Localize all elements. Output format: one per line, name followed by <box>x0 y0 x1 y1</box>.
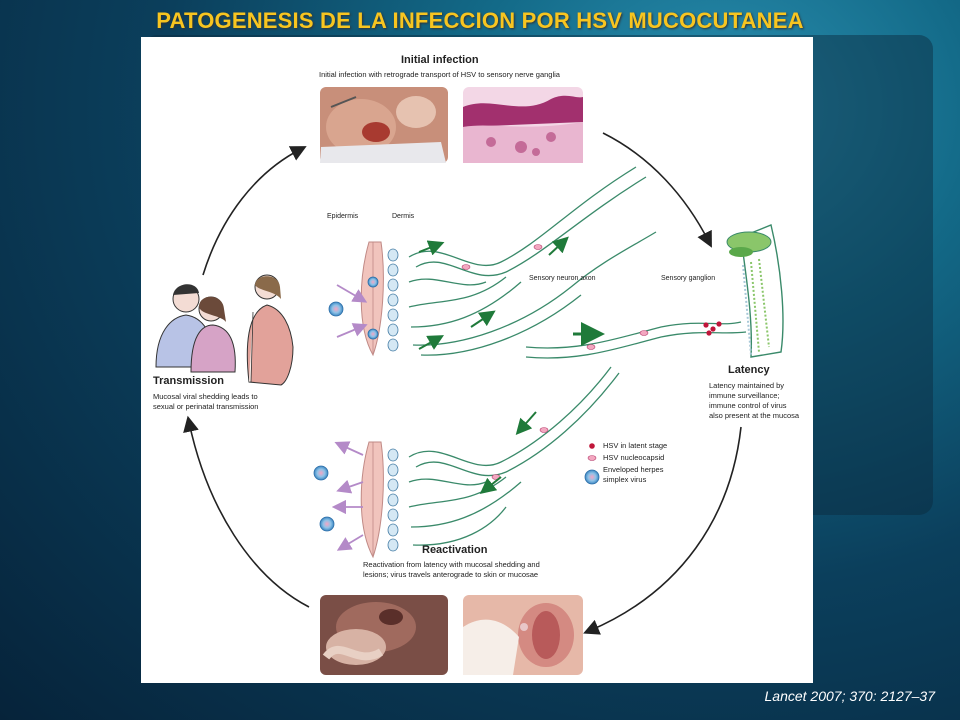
transmission-heading: Transmission <box>153 375 224 387</box>
legend-latent-dot <box>589 443 595 449</box>
transmission-text-line: sexual or perinatal transmission <box>153 402 259 411</box>
latency-heading: Latency <box>728 364 770 376</box>
latency-text-line: immune control of virus <box>709 401 787 410</box>
legend-symbols <box>584 443 600 485</box>
skin-top <box>360 241 399 357</box>
nerve-bottom <box>408 366 620 546</box>
transmission-text-line: Mucosal viral shedding leads to <box>153 392 258 401</box>
initial-photo-face <box>320 87 448 163</box>
cycle-arrows <box>183 132 742 635</box>
reactivation-heading: Reactivation <box>422 544 488 556</box>
latency-text-line: immune surveillance; <box>709 391 780 400</box>
reactivation-text-line: lesions; virus travels anterograde to sk… <box>363 570 539 579</box>
nerve-top <box>408 166 747 359</box>
latency-text-line: also present at the mucosa <box>709 411 800 420</box>
hsv-pathogenesis-figure: Initial infection Initial infection with… <box>141 37 813 683</box>
initial-infection-heading: Initial infection <box>401 54 479 66</box>
latency-text-line: Latency maintained by <box>709 381 785 390</box>
reactivation-photo-right <box>463 595 583 675</box>
legend-enveloped-virus-label: Enveloped herpes simplex virus <box>603 465 664 484</box>
citation: Lancet 2007; 370: 2127–37 <box>764 688 936 704</box>
initial-infection-text: Initial infection with retrograde transp… <box>319 70 560 79</box>
virus-particles-top <box>328 276 379 340</box>
sensory-ganglion <box>703 224 784 358</box>
arrow-latency-to-reactivation <box>583 426 742 635</box>
dermis-label: Dermis <box>392 213 415 220</box>
sensory-neuron-axon-label: Sensory neuron axon <box>529 275 596 282</box>
initial-photo-histology <box>463 87 583 163</box>
virus-particles-bottom <box>313 465 335 532</box>
legend-virus-symbol <box>584 469 600 485</box>
green-arrows-bottom <box>479 411 537 494</box>
slide-title: PATOGENESIS DE LA INFECCION POR HSV MUCO… <box>156 8 804 33</box>
purple-arrows-bottom <box>331 441 364 551</box>
purple-arrows-top <box>336 284 368 338</box>
reactivation-text: Reactivation from latency with mucosal s… <box>363 560 603 580</box>
arrow-reactivation-to-transmission <box>183 415 310 608</box>
skin-bottom <box>360 441 399 559</box>
legend-nucleocapsid-label: HSV nucleocapsid <box>603 453 665 462</box>
sensory-ganglion-label: Sensory ganglion <box>661 275 716 282</box>
nucleocapsids-bottom <box>491 427 549 480</box>
legend-latent-label: HSV in latent stage <box>603 441 668 450</box>
latency-text: Latency maintained by immune surveillanc… <box>709 381 819 421</box>
arrow-initial-to-latency <box>602 132 712 248</box>
green-arrows-top <box>418 236 605 350</box>
reactivation-photo-left <box>320 595 448 675</box>
reactivation-text-line: Reactivation from latency with mucosal s… <box>363 560 540 569</box>
transmission-illustration <box>155 274 294 386</box>
arrow-transmission-to-initial <box>202 146 307 276</box>
nucleocapsids-top <box>461 244 649 350</box>
epidermis-label: Epidermis <box>327 213 359 220</box>
legend-nucleocapsid-symbol <box>587 455 597 461</box>
figure-artwork <box>155 87 784 675</box>
transmission-text: Mucosal viral shedding leads to sexual o… <box>153 392 293 412</box>
